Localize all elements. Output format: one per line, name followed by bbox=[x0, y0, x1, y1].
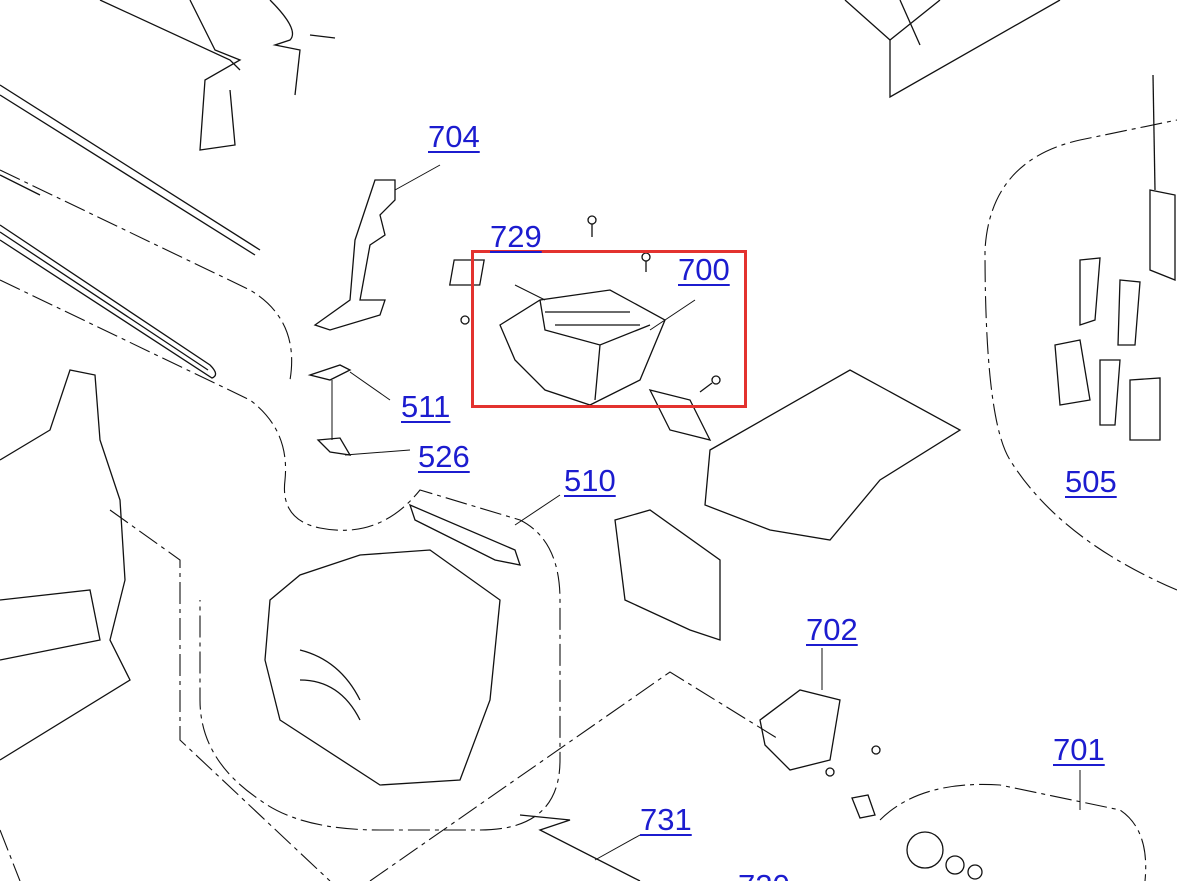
callout-720-partial[interactable]: 720 bbox=[738, 870, 790, 881]
callout-511[interactable]: 511 bbox=[401, 389, 451, 424]
callout-731[interactable]: 731 bbox=[640, 802, 692, 837]
callout-704[interactable]: 704 bbox=[428, 119, 480, 154]
part-704 bbox=[313, 179, 396, 331]
callout-526[interactable]: 526 bbox=[418, 439, 470, 474]
callout-700[interactable]: 700 bbox=[678, 252, 730, 287]
part-511-526 bbox=[307, 364, 352, 456]
callout-702[interactable]: 702 bbox=[806, 612, 858, 647]
part-board bbox=[614, 509, 721, 641]
carriage bbox=[264, 549, 501, 786]
callout-510[interactable]: 510 bbox=[564, 463, 616, 498]
left-chassis bbox=[0, 369, 131, 761]
cover-plate bbox=[704, 369, 962, 541]
callout-505[interactable]: 505 bbox=[1065, 464, 1117, 499]
part-510 bbox=[408, 503, 521, 566]
rails bbox=[0, 0, 1061, 379]
part-731 bbox=[519, 814, 641, 881]
highlight-box-700 bbox=[471, 250, 747, 408]
callout-729[interactable]: 729 bbox=[490, 219, 542, 254]
callout-701[interactable]: 701 bbox=[1053, 732, 1105, 767]
part-505 bbox=[1054, 74, 1176, 441]
part-700 bbox=[448, 215, 721, 406]
group-boundaries bbox=[0, 119, 1177, 881]
part-702 bbox=[759, 689, 841, 771]
